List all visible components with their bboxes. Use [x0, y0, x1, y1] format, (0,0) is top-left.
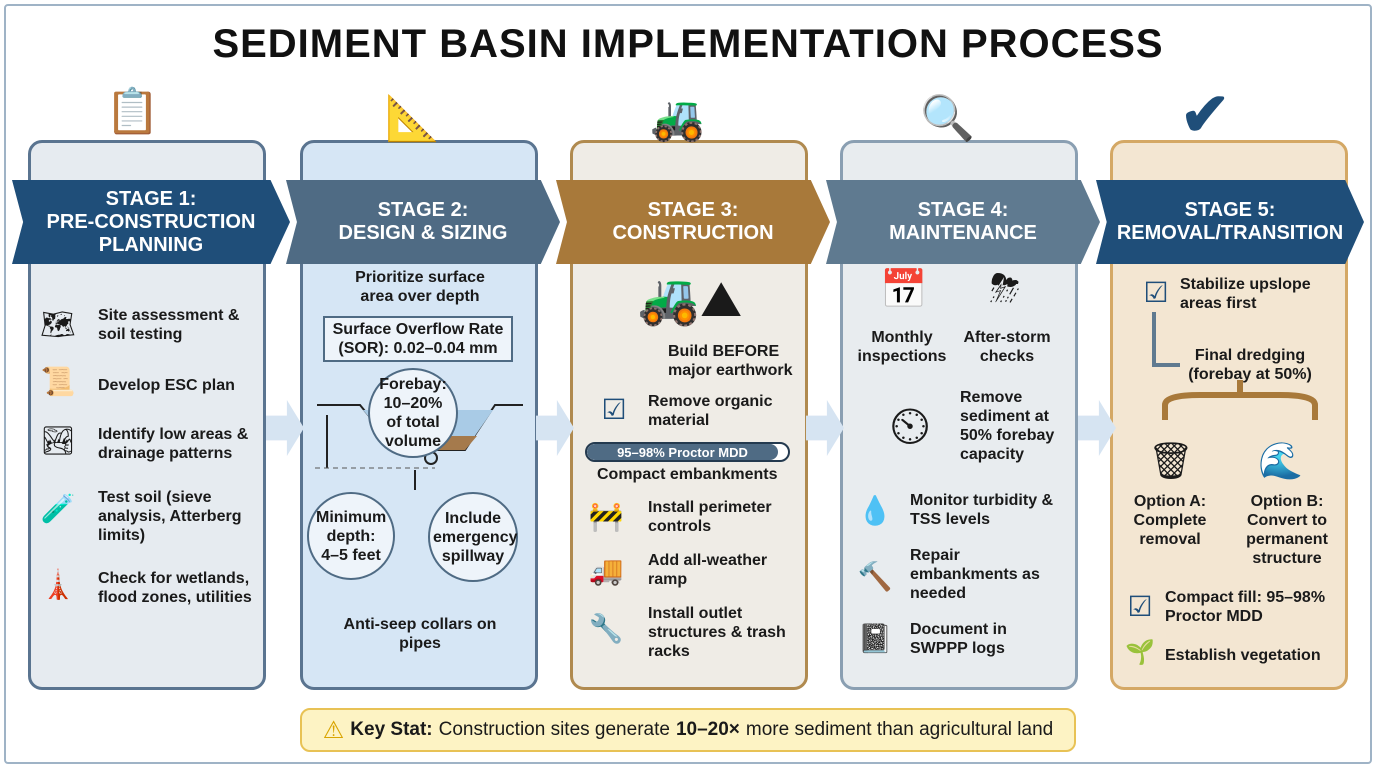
stage-name: MAINTENANCE	[889, 222, 1037, 244]
compact-fill-text: Compact fill: 95–98% Proctor MDD	[1165, 589, 1326, 625]
stage-name: DESIGN & SIZING	[338, 222, 508, 244]
key-stat-label: Key Stat:	[350, 719, 433, 740]
stage-3-item: Install perimeter controls	[648, 499, 772, 535]
frame	[4, 4, 1372, 764]
stage-1-item: Identify low areas & drainage patterns	[98, 426, 249, 462]
key-stat-pre: Construction sites generate	[438, 719, 670, 740]
compact-text: Compact embankments	[597, 466, 778, 483]
stage-4-item: Monitor turbidity & TSS levels	[910, 492, 1054, 528]
stage-label: STAGE 5:	[1184, 199, 1276, 221]
remove-sediment-text: Remove sediment at 50% forebay capacity	[960, 389, 1055, 463]
gauge-icon: ⏲	[888, 396, 932, 456]
proctor-progress-bar: 95–98% Proctor MDD	[585, 442, 790, 462]
stage-1-item: Check for wetlands, flood zones, utiliti…	[98, 570, 252, 606]
checkbox-icon: ☑	[1143, 277, 1169, 308]
outlet-pipe-icon: 🔧	[588, 613, 624, 644]
stage-3-item: Add all-weather ramp	[648, 552, 768, 588]
stage-name: PRE-CONSTRUCTION PLANNING	[46, 210, 256, 256]
key-stat-post: more sediment than agricultural land	[745, 719, 1054, 740]
stage-label: STAGE 3:	[647, 199, 739, 221]
stage-1-banner: STAGE 1:PRE-CONSTRUCTION PLANNING	[12, 180, 290, 264]
anti-seep-text: Anti-seep collars on pipes	[343, 616, 497, 652]
fence-check-icon: 🚧	[588, 501, 624, 532]
stage-name: CONSTRUCTION	[612, 222, 774, 244]
stage-5-banner: STAGE 5:REMOVAL/TRANSITION	[1096, 180, 1364, 264]
remove-organic-text: Remove organic material	[648, 393, 773, 429]
monthly-text: Monthly inspections	[857, 329, 947, 365]
key-stat-banner: ⚠ Key Stat: Construction sites generate …	[300, 708, 1076, 752]
stage-label: STAGE 1:	[105, 187, 197, 210]
branch-arrows	[1152, 312, 1318, 420]
spillway-callout: Include emergency spillway	[428, 492, 518, 582]
stage-label: STAGE 2:	[377, 199, 469, 221]
stage-3-banner: STAGE 3:CONSTRUCTION	[556, 180, 830, 264]
forebay-callout: Forebay: 10–20% of total volume	[368, 368, 458, 458]
stage-4-banner: STAGE 4:MAINTENANCE	[826, 180, 1100, 264]
option-b-text: Option B: Convert to permanent structure	[1246, 493, 1328, 567]
option-a-text: Option A: Complete removal	[1133, 493, 1207, 548]
sieve-flask-icon: 🧪	[40, 493, 76, 524]
stage-1-item: Test soil (sieve analysis, Atterberg lim…	[98, 489, 242, 544]
seedling-icon: 🌱	[1125, 639, 1155, 666]
checkbox-icon: ☑	[601, 394, 627, 425]
checkmark-arrow-icon: ✔	[1180, 81, 1231, 148]
stage-2-banner: STAGE 2:DESIGN & SIZING	[286, 180, 560, 264]
forebay-text: Forebay: 10–20% of total volume	[379, 376, 447, 450]
stage-4-item: Document in SWPPP logs	[910, 621, 1007, 657]
water-drop-gauge-icon: 💧	[857, 495, 893, 526]
stage-1-item: Site assessment & soil testing	[98, 307, 240, 343]
calendar-icon: 📅	[880, 269, 928, 311]
stabilize-text: Stabilize upslope areas first	[1180, 276, 1311, 312]
sor-box: Surface Overflow Rate (SOR): 0.02–0.04 m…	[323, 316, 513, 362]
vegetation-text: Establish vegetation	[1165, 647, 1321, 664]
stage-2-heading: Prioritize surface area over depth	[355, 269, 485, 305]
magnifier-gear-icon: 🔍	[920, 94, 975, 143]
dredge-text: Final dredging (forebay at 50%)	[1188, 347, 1312, 383]
checkbox-icon: ☑	[1127, 591, 1153, 622]
excavator-icon: 🚜	[650, 94, 705, 143]
stage-label: STAGE 4:	[917, 199, 1009, 221]
notebook-icon: 📓	[857, 623, 893, 654]
document-scroll-icon: 📜	[40, 366, 76, 397]
clipboard-checklist-icon: 📋	[105, 87, 160, 136]
proctor-label: 95–98% Proctor MDD	[617, 444, 748, 460]
min-depth-callout: Minimum depth: 4–5 feet	[307, 492, 395, 580]
power-tower-water-icon: 🗼	[40, 569, 76, 600]
truck-ramp-icon: 🚚	[588, 555, 624, 586]
stage-name: REMOVAL/TRANSITION	[1116, 222, 1344, 244]
pond-icon: 🌊	[1258, 440, 1303, 481]
excavator-soil-icon: 🚜⛰	[637, 271, 743, 327]
trash-can-icon: 🗑	[1148, 440, 1194, 481]
spillway-text: Include emergency spillway	[433, 509, 518, 565]
stage-3-item: Install outlet structures & trash racks	[648, 605, 786, 660]
blueprint-ruler-icon: 📐	[385, 94, 440, 143]
landscape-icon: 🏞	[40, 425, 76, 456]
trowel-icon: 🔨	[857, 561, 893, 592]
build-before-text: Build BEFORE major earthwork	[668, 343, 793, 379]
storm-cloud-icon: ⛈	[989, 268, 1021, 310]
proctor-bar-fill: 95–98% Proctor MDD	[587, 444, 778, 460]
map-search-icon: 🗺	[40, 309, 76, 340]
warning-icon: ⚠	[322, 716, 345, 744]
page-title: SEDIMENT BASIN IMPLEMENTATION PROCESS	[212, 22, 1164, 66]
storm-text: After-storm checks	[963, 329, 1051, 365]
stage-1-item: Develop ESC plan	[98, 377, 235, 394]
stage-4-item: Repair embankments as needed	[910, 547, 1040, 602]
min-depth-text: Minimum depth: 4–5 feet	[316, 508, 387, 564]
key-stat-highlight: 10–20×	[675, 719, 740, 740]
